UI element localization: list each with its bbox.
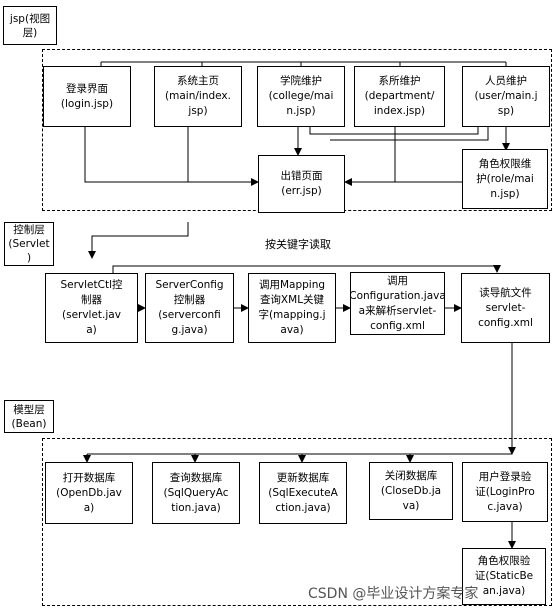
configuration-box: 调用 Configuration.java a来解析servlet- confi…: [350, 272, 445, 335]
key-read-line: [112, 265, 501, 275]
user-to-college: [309, 127, 479, 135]
model-layer-frame: [42, 438, 552, 606]
error-page-box: 出错页面 (err.jsp): [258, 155, 345, 213]
close-box: 关闭数据库 (CloseDb.ja va): [369, 462, 453, 520]
view-layer-label: jsp(视图 层): [3, 6, 57, 45]
mapping-box: 调用Mapping 查询XML关键 字(mapping.j ava): [248, 273, 336, 343]
key-read-label: 按关键字读取: [265, 238, 331, 251]
watermark: CSDN @毕业设计方案专家: [308, 586, 479, 602]
college-page-box: 学院维护 (college/mai n.jsp): [257, 66, 345, 127]
navfile-box: 读导航文件 servlet- config.xml: [461, 273, 550, 343]
model-layer-label: 模型层 (Bean): [4, 400, 54, 433]
update-box: 更新数据库 (SqlExecuteA ction.java): [259, 462, 347, 524]
user-page-box: 人员维护 (user/main.j sp): [462, 66, 550, 127]
static-box: 角色权限验 证(StaticBe an.java): [462, 548, 546, 605]
query-box: 查询数据库 (SqlQueryAc tion.java): [152, 462, 240, 524]
role-page-box: 角色权限维 护(role/mai n.jsp): [462, 149, 548, 209]
main-page-box: 系统主页 (main/index. jsp): [154, 66, 242, 127]
department-to-err: [344, 127, 396, 186]
serverconfig-box: ServerConfig 控制器 (serverconfi g.java): [145, 273, 234, 343]
user-side-link: [330, 127, 489, 141]
view-to-controller: [88, 222, 189, 259]
controller-layer-label: 控制层 (Servlet ): [4, 222, 54, 266]
login-to-err: [84, 127, 259, 186]
department-page-box: 系所维护 (department/ index.jsp): [354, 66, 445, 127]
opendb-box: 打开数据库 (OpenDb.jav a): [45, 462, 133, 524]
login-page-box: 登录界面 (login.jsp): [43, 66, 131, 127]
servletctl-box: ServletCtl控 制器 (servlet.jav a): [45, 273, 138, 343]
loginproc-box: 用户登录验 证(LoginPro c.java): [462, 462, 548, 522]
